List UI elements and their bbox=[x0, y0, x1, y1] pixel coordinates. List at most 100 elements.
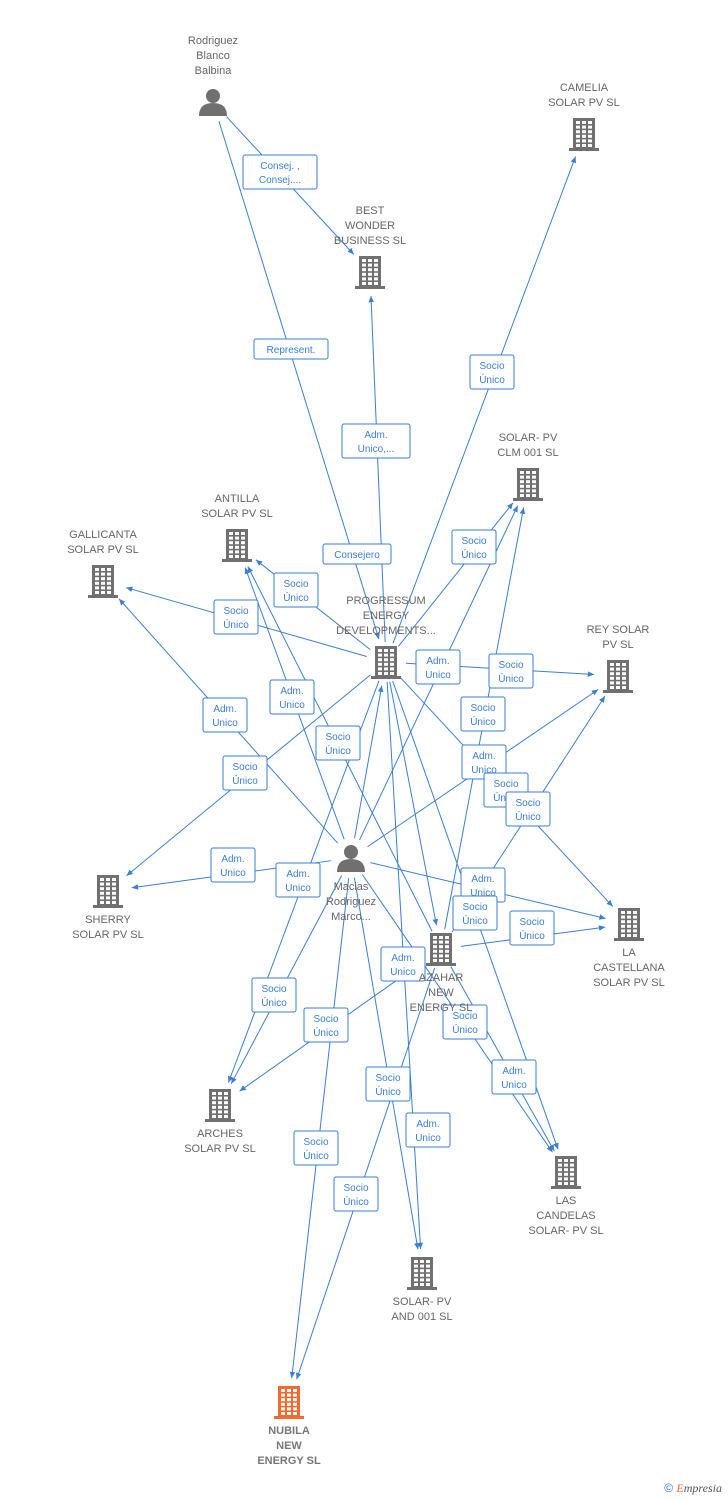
node-label: Rodriguez bbox=[326, 896, 376, 908]
edge-label-text: Único bbox=[261, 996, 287, 1009]
node-camelia[interactable]: CAMELIA SOLAR PV SL bbox=[548, 82, 620, 151]
edge-label-text: Adm. bbox=[221, 854, 244, 865]
edge-label-text: Socio bbox=[325, 732, 350, 743]
edge-label-text: Adm. bbox=[286, 869, 309, 880]
node-label: BUSINESS SL bbox=[334, 235, 406, 247]
edge-label-text: Socio bbox=[498, 660, 523, 671]
edge-label-text: Unico bbox=[390, 967, 416, 978]
edge-label-macias-reysolar[interactable]: Adm. Unico bbox=[461, 744, 507, 780]
edge-label-macias-solarclm[interactable]: Adm. Unico bbox=[415, 649, 461, 685]
edge-label-macias-sherry[interactable]: Adm. Unico bbox=[210, 847, 256, 883]
edge-label-text: Adm. bbox=[426, 656, 449, 667]
edge-label-text: Adm. bbox=[472, 751, 495, 762]
edge-progressum-solarclm bbox=[398, 502, 514, 647]
node-macias[interactable]: MaciasRodriguezMarco... bbox=[326, 845, 376, 923]
edge-label-text: Socio bbox=[303, 1137, 328, 1148]
edge-label-text: Unico bbox=[285, 883, 311, 894]
edge-label-text: Único bbox=[232, 774, 258, 787]
node-label: WONDER bbox=[345, 220, 395, 232]
node-label: CLM 001 SL bbox=[497, 447, 558, 459]
building-icon bbox=[274, 1386, 304, 1419]
node-label: Rodriguez bbox=[188, 35, 238, 47]
node-label: PV SL bbox=[602, 639, 633, 651]
node-progressum[interactable]: PROGRESSUMENERGYDEVELOPMENTS... bbox=[336, 595, 436, 679]
node-label: SOLAR PV SL bbox=[548, 97, 620, 109]
edge-label-rodriguez-best[interactable]: Consej. ,Consej.... bbox=[242, 154, 318, 190]
footer-brand[interactable]: © Empresia bbox=[664, 1481, 722, 1496]
edge-label-progressum-best[interactable]: Adm.Unico,... bbox=[341, 423, 411, 459]
edge-label-macias-antilla[interactable]: Adm.Unico bbox=[269, 679, 315, 715]
node-label: Blanco bbox=[196, 50, 230, 62]
building-icon bbox=[551, 1156, 581, 1189]
edge-label-macias-solarand[interactable]: Adm.Unico bbox=[491, 1059, 537, 1095]
edge-labels-layer: Consej. ,Consej....Represent.SocioÚnicoA… bbox=[202, 154, 555, 1212]
edge-label-text: Socio bbox=[515, 798, 540, 809]
edge-label-text: Socio bbox=[493, 779, 518, 790]
edge-label-text: Único bbox=[343, 1195, 369, 1208]
node-label: AZAHAR bbox=[419, 972, 464, 984]
edge-label-text: Socio bbox=[232, 762, 257, 773]
edge-label-text: Único bbox=[452, 1023, 478, 1036]
edge-label-text: Unico bbox=[425, 670, 451, 681]
edge-label-text: Unico bbox=[220, 868, 246, 879]
edge-label-text: Unico bbox=[501, 1080, 527, 1091]
building-icon bbox=[569, 118, 599, 151]
edge-azahar-nubila bbox=[295, 967, 436, 1380]
edge-label-macias-progressum[interactable]: Consejero bbox=[322, 543, 392, 565]
edge-label-text: Único bbox=[303, 1149, 329, 1162]
edge-label-macias-gallicanta[interactable]: Adm.Unico bbox=[202, 697, 248, 733]
edge-label-macias-arches[interactable]: Adm. Unico bbox=[275, 862, 321, 898]
edge-label-text: Unico bbox=[471, 765, 497, 776]
node-label: AND 001 SL bbox=[391, 1311, 452, 1323]
edge-label-text: Consej. , bbox=[260, 161, 299, 172]
edge-label-macias-nubila[interactable]: Adm.Unico bbox=[405, 1112, 451, 1148]
node-label: CAMELIA bbox=[560, 82, 609, 94]
edge-label-macias-candelas[interactable]: Adm.Unico bbox=[380, 946, 426, 982]
edge-label-text: Socio bbox=[479, 361, 504, 372]
copyright-symbol: © bbox=[664, 1481, 674, 1495]
node-label: LA bbox=[622, 947, 636, 959]
node-label: ENERGY SL bbox=[257, 1455, 321, 1467]
edge-label-text: Adm. bbox=[416, 1119, 439, 1130]
node-label: SOLAR PV SL bbox=[72, 929, 144, 941]
node-label: Balbina bbox=[195, 65, 233, 77]
edge-label-box bbox=[380, 946, 426, 982]
edge-label-box bbox=[415, 649, 461, 685]
edge-label-rodriguez-progressum[interactable]: Represent. bbox=[253, 338, 329, 360]
edge-label-text: Represent. bbox=[267, 345, 316, 356]
node-label: Marco... bbox=[331, 911, 371, 923]
edge-label-box bbox=[460, 696, 506, 732]
edge-label-box bbox=[213, 599, 259, 635]
